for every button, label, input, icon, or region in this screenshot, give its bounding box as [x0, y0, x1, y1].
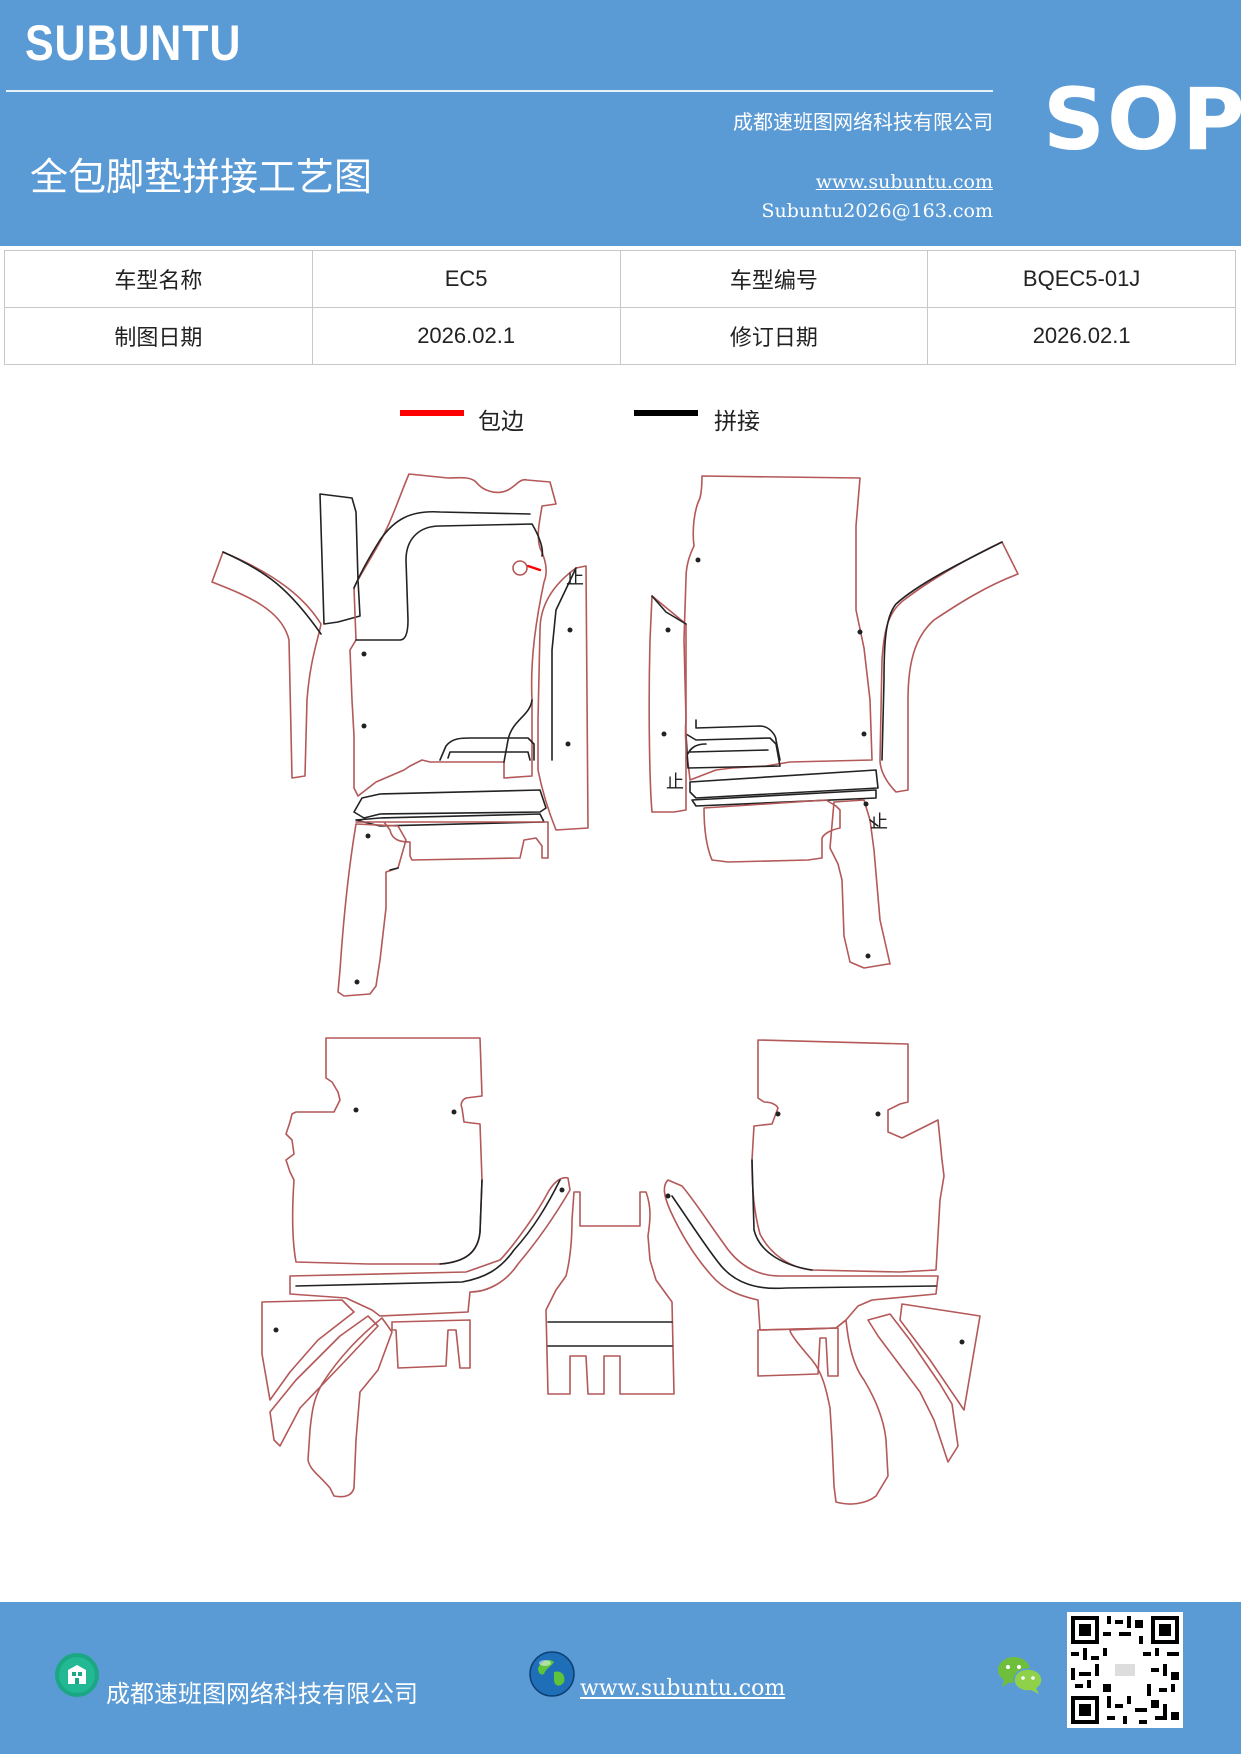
rear-left-footwell-seam: [389, 867, 399, 871]
revise-date-value: 2026.02.1: [927, 307, 1236, 365]
rear-left-mat-seam: [439, 1179, 483, 1265]
front-left-spline-edge: [526, 564, 542, 572]
draw-date-label: 制图日期: [4, 307, 313, 365]
footer-company-name: 成都速班图网络科技有限公司: [106, 1680, 418, 1708]
header-divider: [6, 90, 993, 92]
front-right-heel-pad: [685, 733, 781, 769]
rear-left-strip-lower: [289, 1176, 571, 1317]
rear-left-footwell: [337, 823, 407, 997]
contact-email[interactable]: Subuntu2026@163.com: [761, 200, 993, 222]
globe-icon: [529, 1651, 575, 1697]
center-tunnel-seam: [547, 1321, 673, 1347]
rear-left-corner-wedge: [261, 1299, 355, 1401]
rear-right-mat-seam: [751, 1159, 813, 1271]
page-footer: 成都速班图网络科技有限公司 www.subuntu.com: [0, 1602, 1241, 1754]
rear-right-footwell: [829, 799, 891, 969]
company-name: 成都速班图网络科技有限公司: [733, 110, 993, 134]
model-info-table: 车型名称 EC5 车型编号 BQEC5-01J 制图日期 2026.02.1 修…: [4, 250, 1236, 365]
front-right-mat-group: [648, 475, 1019, 969]
footer-website-link[interactable]: www.subuntu.com: [580, 1676, 786, 1701]
legend-swatch-edge: [400, 410, 464, 416]
model-name-value: EC5: [311, 250, 621, 308]
table-row: 制图日期 2026.02.1 修订日期 2026.02.1: [4, 307, 1236, 365]
brand-logo: SUBUNTU: [25, 15, 242, 71]
front-right-tunnel-seam: [651, 595, 687, 625]
legend-swatch-seam: [634, 410, 698, 416]
front-left-mat: [349, 473, 557, 797]
rear-right-strip-seam: [671, 1195, 937, 1290]
right-side-strip-seam: [881, 541, 1003, 761]
rivet-hole: [512, 560, 528, 576]
rear-right-corner-wedge: [899, 1303, 981, 1411]
front-right-sill-lower: [691, 789, 877, 807]
qr-code: [1067, 1612, 1183, 1728]
rear-left-long-strip: [269, 1315, 379, 1447]
wechat-icon: [998, 1657, 1043, 1694]
rear-right-footwell-seam: [869, 819, 879, 827]
rear-left-footwell-lower: [307, 1317, 393, 1498]
building-icon: [55, 1653, 99, 1697]
front-left-sill-strip: [353, 789, 547, 819]
page-header: SUBUNTU 成都速班图网络科技有限公司 全包脚垫拼接工艺图 www.subu…: [0, 0, 1241, 246]
legend: 包边 拼接: [400, 402, 820, 435]
front-left-sill-lower: [355, 813, 545, 827]
center-tunnel-group: [545, 1191, 675, 1395]
rear-left-strip: [355, 821, 549, 861]
rear-left-mat: [285, 1037, 483, 1265]
model-code-value: BQEC5-01J: [927, 250, 1236, 308]
website-link[interactable]: www.subuntu.com: [815, 171, 993, 193]
front-left-mat-seam: [353, 510, 544, 763]
legend-label-seam: 拼接: [714, 409, 760, 435]
revise-date-label: 修订日期: [619, 307, 929, 365]
document-title: 全包脚垫拼接工艺图: [30, 155, 373, 199]
left-side-strip-seam: [222, 551, 322, 635]
floor-mat-diagram: 止 止 止: [211, 473, 1019, 1505]
rear-right-mat: [751, 1039, 945, 1273]
rear-right-mat-group: [663, 1039, 981, 1505]
model-code-label: 车型编号: [619, 250, 929, 308]
stop-mark: 止: [666, 772, 684, 793]
table-row: 车型名称 EC5 车型编号 BQEC5-01J: [4, 250, 1236, 308]
draw-date-value: 2026.02.1: [311, 307, 621, 365]
sop-badge: SOP: [1043, 70, 1241, 170]
front-right-mat-seam: [689, 719, 781, 761]
left-side-strip: [211, 551, 322, 779]
stop-marks: 止 止 止: [566, 568, 888, 833]
rear-right-strip-lower: [663, 1179, 939, 1331]
front-right-sill-strip: [689, 769, 879, 799]
stop-mark: 止: [870, 812, 888, 833]
rear-right-strip: [703, 799, 841, 863]
front-left-tunnel-strip: [537, 565, 589, 831]
rear-right-footwell-lower: [789, 1319, 889, 1505]
pillar-strip: [319, 493, 361, 625]
rear-right-heel-block: [757, 1327, 839, 1377]
front-left-mat-group: [211, 473, 589, 997]
front-left-heel-pad: [439, 737, 535, 761]
right-side-strip: [879, 541, 1019, 793]
rear-left-strip-seam: [295, 1179, 561, 1287]
mounting-holes: [273, 557, 965, 1345]
rear-right-long-strip: [867, 1313, 959, 1463]
rear-left-mat-group: [261, 1037, 571, 1498]
legend-label-edge: 包边: [478, 409, 524, 435]
front-left-tunnel-seam: [551, 567, 577, 761]
front-right-tunnel-strip: [648, 595, 687, 813]
stop-mark: 止: [566, 568, 584, 589]
rear-left-heel-block: [391, 1319, 471, 1369]
front-right-mat: [683, 475, 873, 781]
model-name-label: 车型名称: [4, 250, 313, 308]
center-tunnel-mat: [545, 1191, 675, 1395]
